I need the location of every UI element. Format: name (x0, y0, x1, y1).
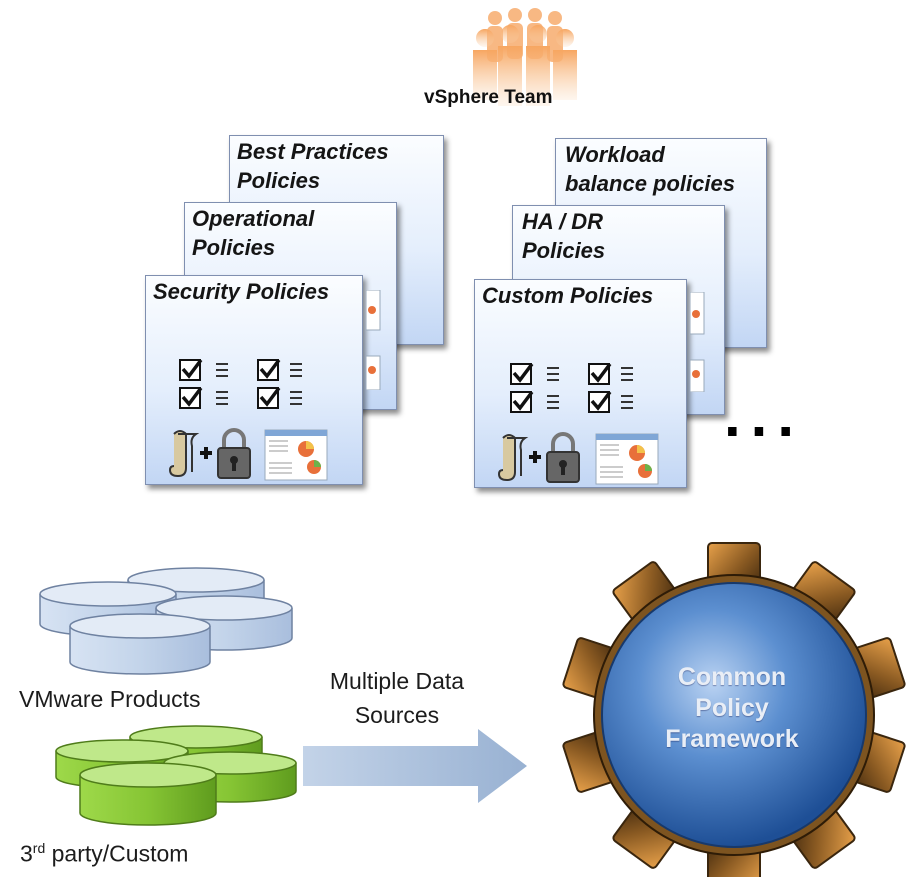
script-lock-icon (497, 432, 580, 483)
checklist-icon (179, 358, 302, 409)
policy-card-custom: Custom Policies (474, 279, 687, 488)
script-lock-icon (168, 428, 251, 479)
checklist-icon (510, 362, 633, 413)
card-edge-fragment (690, 292, 705, 392)
third-party-database-icon (55, 725, 297, 826)
vmware-database-icon (39, 567, 293, 675)
team-label: vSphere Team (424, 87, 553, 108)
people-group-icon (473, 8, 577, 106)
flow-arrow-icon (303, 729, 527, 803)
dashboard-report-icon (595, 433, 659, 485)
card-title: Security Policies (153, 279, 330, 304)
dashboard-report-icon (264, 429, 328, 481)
vmware-products-label: VMware Products (19, 686, 201, 712)
more-indicator: ... (724, 382, 805, 449)
card-edge-fragment (366, 290, 381, 390)
gear-icon (562, 542, 906, 877)
policy-card-security: Security Policies (145, 275, 363, 485)
card-title: Custom Policies (482, 283, 654, 308)
third-party-label: 3rd party/Custom (20, 840, 189, 867)
